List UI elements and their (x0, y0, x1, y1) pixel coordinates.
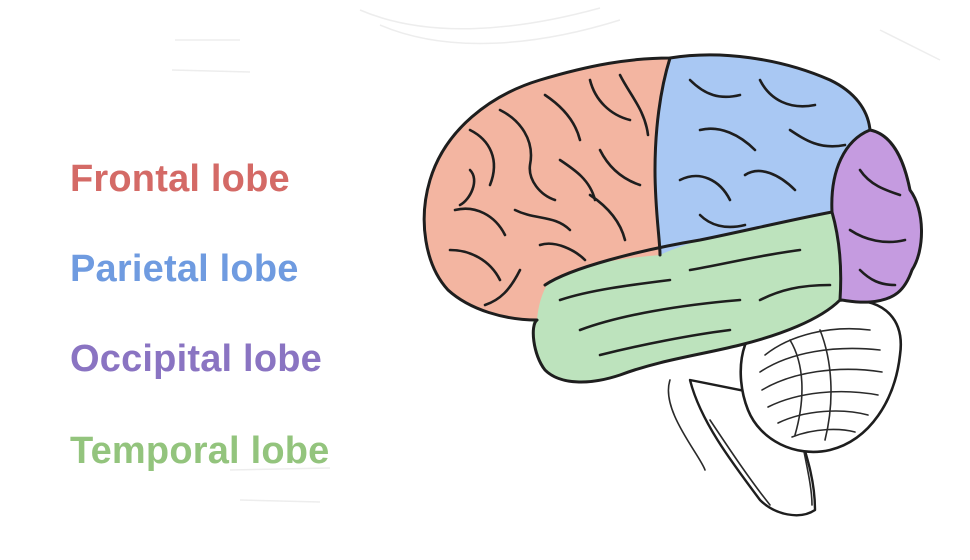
background-sketch (171, 7, 941, 503)
cerebrum-outline (422, 53, 923, 384)
gyri-detail (448, 73, 907, 357)
frontal-lobe (424, 58, 670, 320)
cerebellum-folia (759, 327, 883, 441)
occipital-lobe (831, 130, 922, 303)
legend-label-temporal: Temporal lobe (70, 430, 330, 472)
legend-label-frontal: Frontal lobe (70, 158, 290, 200)
legend-label-occipital: Occipital lobe (70, 338, 322, 380)
legend-label-parietal: Parietal lobe (70, 248, 299, 290)
